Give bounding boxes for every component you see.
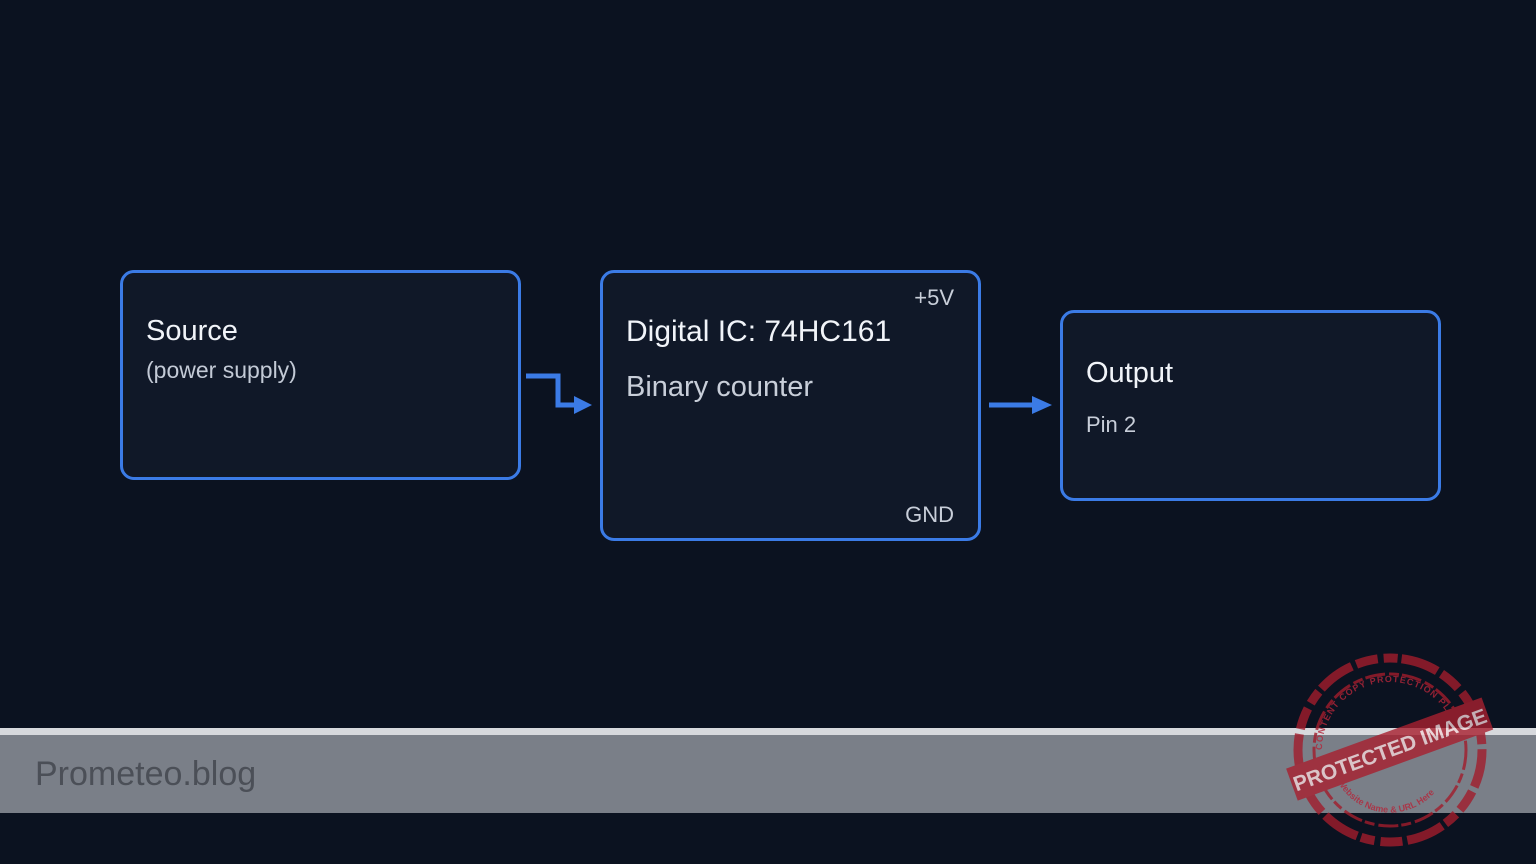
arrowhead-source-to-ic — [574, 396, 592, 414]
ic-subtitle: Binary counter — [626, 371, 813, 403]
arrowhead-ic-to-output — [1032, 396, 1052, 414]
footer-bar: Prometeo.blog — [0, 735, 1536, 813]
ic-block: +5V Digital IC: 74HC161 Binary counter G… — [600, 270, 981, 541]
footer-brand: Prometeo.blog — [35, 755, 257, 793]
footer-divider — [0, 728, 1536, 735]
protected-image-stamp-icon: CONTENT COPY PROTECTION PLUGIN My Websit… — [1286, 653, 1494, 847]
source-title: Source — [146, 315, 238, 347]
output-title: Output — [1086, 357, 1174, 389]
output-subtitle: Pin 2 — [1086, 412, 1137, 437]
source-subtitle: (power supply) — [146, 357, 297, 383]
source-block: Source (power supply) — [120, 270, 521, 480]
ic-title: Digital IC: 74HC161 — [626, 315, 892, 348]
gnd-label: GND — [905, 502, 954, 527]
vcc-label: +5V — [914, 285, 954, 310]
wire-source-to-ic — [526, 373, 578, 408]
output-block: Output Pin 2 — [1060, 310, 1441, 501]
